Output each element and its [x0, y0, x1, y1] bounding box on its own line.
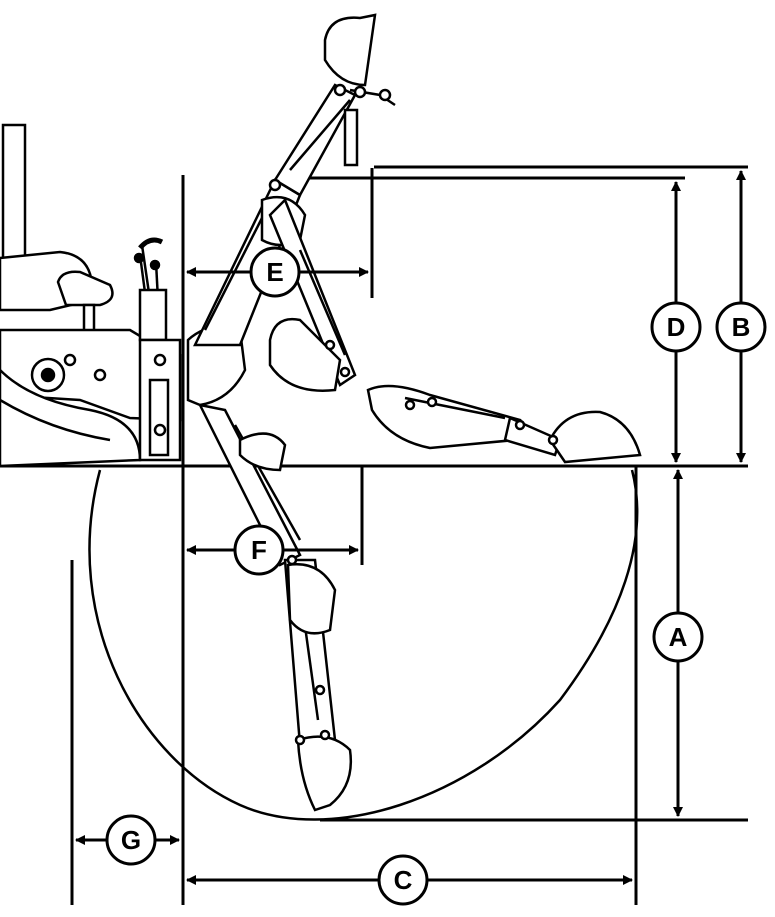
- label-b-text: B: [732, 312, 751, 342]
- lever-knob-2: [149, 259, 161, 271]
- dimension-label-e: E: [249, 246, 301, 298]
- pivot-pin: [378, 88, 392, 102]
- boom-cylinder-raised: [203, 217, 264, 331]
- dig-boom-plate: [238, 432, 287, 472]
- pivot-pin: [353, 85, 367, 99]
- bucket-mid: [268, 317, 342, 392]
- dimension-label-g: G: [105, 814, 157, 866]
- dipper-mid: [268, 197, 357, 387]
- dig-dipper-plate: [286, 563, 337, 635]
- dig-envelope-arc: [88, 469, 639, 821]
- dimension-label-a: A: [652, 611, 704, 663]
- label-g-text: G: [121, 825, 141, 855]
- pivot-pin: [314, 684, 326, 696]
- label-f-text: F: [251, 535, 267, 565]
- pivot-pin: [268, 178, 282, 192]
- dipper-cylinder-mid: [298, 249, 347, 356]
- backhoe-extended-pose: [366, 384, 642, 464]
- frame-bolt: [93, 368, 107, 382]
- linkage-bar: [343, 108, 359, 167]
- label-a-text: A: [669, 622, 688, 652]
- boom-dig: [197, 403, 302, 567]
- pivot-pin: [547, 434, 559, 446]
- dipper-cylinder-raised: [289, 99, 351, 171]
- pivot-pin: [514, 419, 526, 431]
- bucket-dig: [296, 735, 352, 812]
- bucket-extended: [548, 410, 642, 464]
- dimension-label-c: C: [377, 854, 429, 906]
- dimension-arrows: [75, 170, 746, 885]
- label-e-text: E: [266, 257, 283, 287]
- pivot-pin: [319, 729, 331, 741]
- pivot-pin: [339, 366, 351, 378]
- frame-bolt: [153, 423, 167, 437]
- stabilizer-leg: [148, 378, 170, 457]
- pivot-pin: [426, 396, 438, 408]
- label-c-text: C: [394, 865, 413, 895]
- pivot-pin: [294, 734, 306, 746]
- dimension-label-d: D: [650, 301, 702, 353]
- bucket-raised: [323, 13, 377, 87]
- tractor-seat: [56, 270, 114, 307]
- wheel-hub-center: [40, 367, 56, 383]
- steering-wheel: [138, 237, 164, 250]
- control-tower: [138, 288, 168, 342]
- tractor: [0, 123, 182, 468]
- backhoe-dig-pose: [197, 403, 352, 812]
- boom-cylinder-extended: [404, 396, 506, 420]
- dimension-label-f: F: [233, 524, 285, 576]
- lever-knob-1: [133, 252, 145, 264]
- backhoe-mid-pose: [268, 197, 357, 392]
- pivot-pin: [404, 399, 416, 411]
- dimension-label-b: B: [715, 301, 767, 353]
- frame-bolt: [153, 353, 167, 367]
- pivot-pin: [333, 83, 347, 97]
- label-d-text: D: [667, 312, 686, 342]
- frame-bolt: [63, 353, 77, 367]
- rear-wheel-inner: [0, 398, 111, 442]
- pivot-pin: [324, 339, 336, 351]
- pivot-pin: [286, 554, 298, 566]
